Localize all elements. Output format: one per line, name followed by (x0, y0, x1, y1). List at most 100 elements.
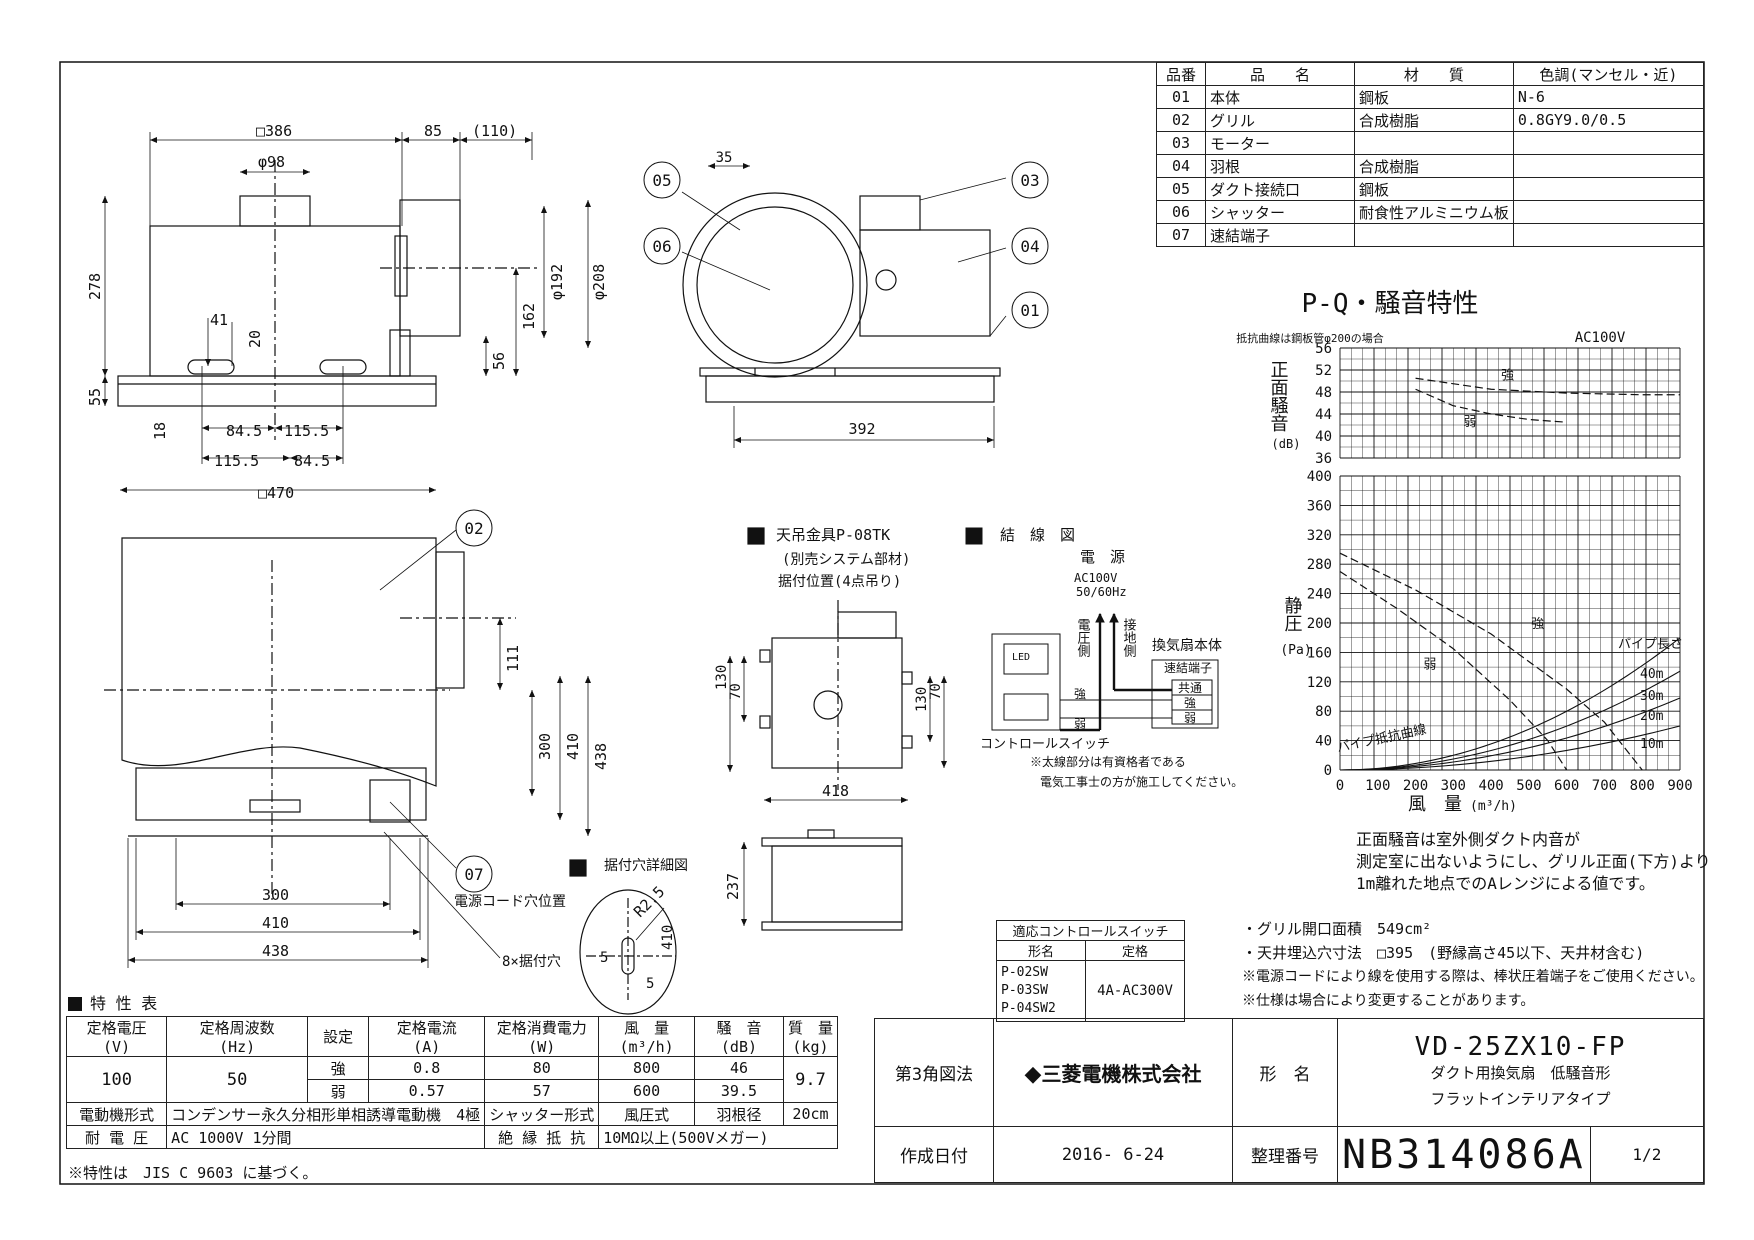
part-color: 0.8GY9.0/0.5 (1512, 108, 1705, 132)
pq-ytick: 280 (1307, 557, 1332, 573)
dim-85: 85 (424, 122, 442, 140)
annot-pipe-length: パイプ長さ (1618, 637, 1683, 652)
dim-392: 392 (848, 420, 875, 438)
resistance-curve-30m (1339, 670, 1681, 771)
wiring-note1: ※太線部分は有資格者である (1030, 754, 1186, 769)
model-cell: VD-25ZX10-FP ダクト用換気扇 低騒音形 フラットインテリアタイプ (1337, 1018, 1704, 1127)
resistance-curve-10m (1339, 725, 1681, 771)
wiring-freq: 50/60Hz (1076, 585, 1127, 599)
annot-40m: 40m (1640, 667, 1664, 682)
wiring-body: 換気扇本体 (1152, 638, 1222, 654)
pq-xtick: 200 (1403, 778, 1428, 794)
cord-hole-label: 電源コード穴位置 (454, 894, 566, 910)
callout-03: 03 (1020, 171, 1039, 190)
front-view-dims (102, 132, 591, 493)
dim-470: □470 (258, 484, 294, 502)
hanger-view (747, 527, 913, 931)
spec-h-noise: 騒 音(dB) (693, 1016, 784, 1057)
part-color (1512, 154, 1705, 178)
callout-05: 05 (652, 171, 671, 190)
part-name: 本体 (1205, 85, 1355, 109)
pq-xtick: 400 (1478, 778, 1503, 794)
part-name: グリル (1205, 108, 1355, 132)
callout-01: 01 (1020, 301, 1039, 320)
pq-ylabel: 静圧 (1282, 596, 1303, 632)
noise-ylabel: 正面騒音 (1268, 360, 1289, 432)
dim-84-5-b: 84.5 (294, 452, 330, 470)
date-value: 2016- 6-24 (993, 1126, 1233, 1183)
pq-ytick: 0 (1324, 763, 1332, 779)
sheet-border (59, 61, 1705, 1185)
dim-110: (110) (472, 122, 517, 140)
dim-70-l: 70 (728, 683, 744, 700)
part-no: 07 (1156, 223, 1206, 247)
wiring-labels: 結 線 図 電 源 AC100V 50/60Hz 電圧側 接地側 換気扇本体 速… (980, 526, 1243, 789)
part-no: 02 (1156, 108, 1206, 132)
dim-162: 162 (520, 303, 538, 330)
pq-xlabel: 風 量 (1408, 794, 1462, 815)
bottom-view-dims (127, 529, 591, 968)
hanger-dims (727, 656, 947, 926)
part-no: 05 (1156, 177, 1206, 201)
noise-tick: 56 (1315, 341, 1332, 357)
part-name: 羽根 (1205, 154, 1355, 178)
title-block: 第3角図法 ◆三菱電機株式会社 形 名 VD-25ZX10-FP ダクト用換気扇… (874, 1018, 1705, 1183)
dim-386: □386 (256, 122, 292, 140)
dim-410-detail: 410 (660, 925, 676, 950)
spec-weak-current: 0.57 (368, 1079, 486, 1103)
noise-line-strong (1415, 377, 1680, 396)
dim-84-5-a: 84.5 (226, 422, 262, 440)
pq-xunit: (m³/h) (1470, 799, 1517, 814)
wiring-control: コントロールスイッチ (980, 737, 1110, 752)
spec-motor-value: コンデンサー永久分相形単相誘導電動機 4極 (166, 1102, 486, 1126)
wiring-voltage: AC100V (1074, 571, 1117, 585)
noise-tick: 36 (1315, 451, 1332, 467)
switch-title: 適応コントロールスイッチ (996, 920, 1185, 941)
cord-note: ※電源コードにより線を使用する際は、棒状圧着端子をご使用ください。 (1242, 969, 1704, 985)
dim-438-v: 438 (592, 743, 610, 770)
spec-h-mass: 質 量(kg) (782, 1016, 839, 1057)
parts-header-material: 材 質 (1354, 62, 1514, 86)
wiring-strong-line: 強 (1074, 687, 1086, 701)
wiring-power: 電 源 (1080, 548, 1125, 566)
part-material: 鋼板 (1354, 177, 1514, 201)
wiring-terminal: 速結端子 (1164, 661, 1212, 675)
pq-resistance-curves (1339, 637, 1681, 771)
part-material: 合成樹脂 (1354, 108, 1514, 132)
dim-55: 55 (86, 388, 104, 406)
sheet-number: 1/2 (1589, 1126, 1705, 1183)
pq-ytick: 240 (1307, 587, 1332, 603)
dim-438-h: 438 (262, 942, 289, 960)
part-name: モーター (1205, 131, 1355, 155)
noise-note-2: 測定室に出ないようにし、グリル正面(下方)より (1356, 852, 1711, 871)
hanger-note1: (別売システム部材) (782, 552, 910, 568)
dim-410-v: 410 (564, 733, 582, 760)
spec-shutter-value: 風圧式 (598, 1102, 695, 1126)
parts-header-no: 品番 (1156, 62, 1206, 86)
pq-xtick: 0 (1336, 778, 1344, 794)
spec-title-text: 特 性 表 (90, 994, 158, 1013)
pq-ytick: 80 (1315, 704, 1332, 720)
spec-weak-airflow: 600 (598, 1079, 695, 1103)
noise-tick: 40 (1315, 429, 1332, 445)
spec-voltage: 100 (65, 1056, 168, 1103)
spec-footnote: ※特性は JIS C 9603 に基づく。 (68, 1164, 318, 1182)
pq-xtick: 100 (1365, 778, 1390, 794)
wiring-weak: 弱 (1184, 711, 1196, 725)
annot-20m: 20m (1640, 709, 1664, 724)
pq-series-label: 弱 (1423, 658, 1436, 673)
spec-h-power: 定格消費電力(W) (484, 1016, 600, 1057)
spec-withstand-value: AC 1000V 1分間 (166, 1125, 486, 1149)
switch-table: 適応コントロールスイッチ 形名 定格 P-02SW P-03SW P-04SW2… (996, 920, 1185, 1022)
dim-41: 41 (210, 311, 228, 329)
switch-header-rating: 定格 (1085, 940, 1185, 961)
wiring-strong: 強 (1184, 696, 1196, 710)
chart-note: 抵抗曲線は鋼板管φ200の場合 (1236, 331, 1384, 345)
part-no: 06 (1156, 200, 1206, 224)
wiring-led: LED (1012, 652, 1030, 663)
model-desc-2: フラットインテリアタイプ (1430, 1089, 1611, 1108)
front-view-dim-labels: □386 85 (110) φ98 278 41 20 55 18 84.5 1… (86, 122, 608, 502)
